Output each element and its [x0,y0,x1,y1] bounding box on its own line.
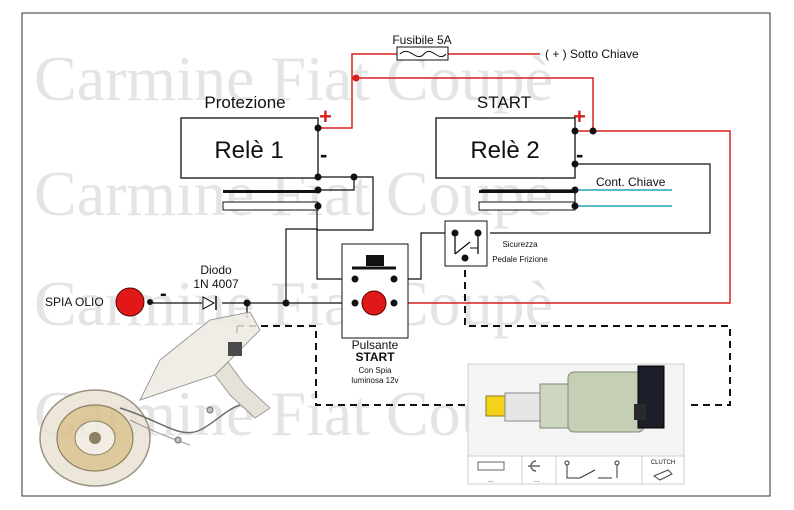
clutch-tag: CLUTCH [651,460,675,466]
relay-1-minus: - [320,142,327,167]
button-label-line2: START [355,350,395,364]
relay-2-plus: + [573,104,586,129]
button-label-line3: Con Spia [359,366,392,375]
strip-dots: ... [488,477,494,484]
relay-2-minus: - [576,142,583,167]
relay-1: Relè 1 Protezione + - [180,93,332,211]
diode-label-line1: Diodo [200,263,232,277]
thread-icon [477,461,505,471]
relay-2-title: START [477,93,531,112]
relay-1-contact [222,201,319,211]
wrench-icon [528,460,540,472]
relay-1-contact [223,190,318,193]
relay-2: Relè 2 START + - [435,93,586,211]
safety-label-line2: Pedale Frizione [492,255,548,264]
clutch-safety-switch [444,220,488,267]
relay-1-plus: + [319,104,332,129]
fuse [396,46,449,61]
relay-1-title: Protezione [204,93,285,112]
start-button-lamp [361,290,387,316]
diode-label-line2: 1N 4007 [193,277,239,291]
fuse-label: Fusibile 5A [392,33,451,47]
pedal-icon [652,469,673,481]
relay-2-contact [479,190,575,193]
relay-2-name: Relè 2 [470,137,539,164]
oil-lamp-minus: - [160,283,167,305]
button-label-line4: luminosa 12v [351,376,398,385]
relay-1-name: Relè 1 [214,137,283,164]
clutch-assembly-illustration [39,311,271,487]
junction-dot [352,74,360,82]
clutch-switch-photo: CLUTCH ... ... [467,363,685,485]
relay-1-box [180,117,319,179]
start-button-assembly [341,243,409,339]
diode [202,296,217,310]
switch-symbol-icon [564,460,620,479]
oil-lamp-label: SPIA OLIO [45,295,104,309]
relay-2-box [435,117,576,179]
button-label-line1: Pulsante [352,338,399,352]
supply-label: ( + ) Sotto Chiave [545,47,639,61]
relay-2-contact [478,201,576,211]
cont-chiave-label: Cont. Chiave [596,175,666,189]
strip-dots: ... [534,477,540,484]
safety-label-line1: Sicurezza [502,240,538,249]
oil-lamp [115,287,145,317]
positive-wires [318,53,731,304]
junction-dots [243,124,597,307]
signal-wires [575,189,672,207]
